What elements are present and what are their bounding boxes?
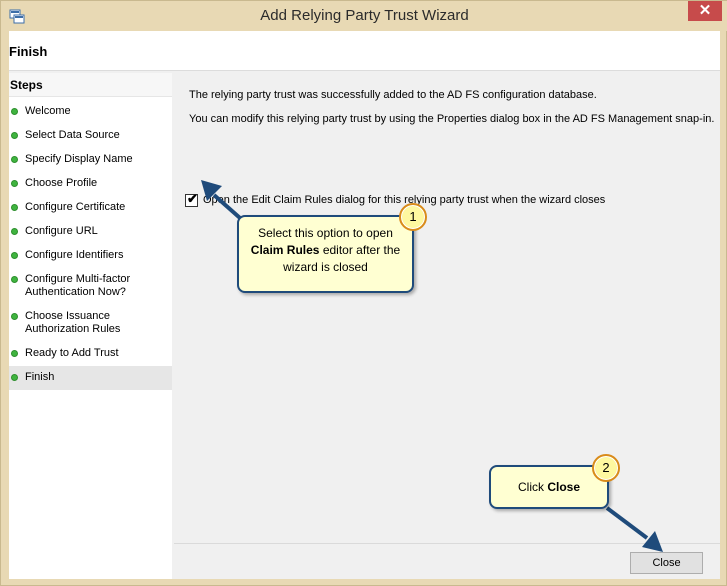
step-label: Configure Certificate: [25, 201, 126, 213]
callout-click-close-tip: Click Close: [489, 465, 609, 509]
steps-sidebar: Steps Welcome Select Data Source Specify…: [9, 73, 172, 579]
steps-heading: Steps: [9, 73, 172, 97]
step-label: Specify Display Name: [25, 153, 133, 165]
step-configure-identifiers[interactable]: Configure Identifiers: [9, 244, 172, 268]
page-header: Finish: [9, 31, 720, 71]
step-finish[interactable]: Finish: [9, 366, 172, 390]
step-label: Configure Identifiers: [25, 249, 124, 261]
step-complete-icon: [11, 374, 18, 381]
callout-1-line-2: Claim Rules editor after the wizard is c…: [239, 242, 412, 276]
step-label: Choose Issuance Authorization Rules: [25, 310, 121, 335]
callout-1-after: editor after the wizard is closed: [283, 243, 401, 274]
step-complete-icon: [11, 132, 18, 139]
page-title: Finish: [9, 44, 48, 59]
step-welcome[interactable]: Welcome: [9, 100, 172, 124]
step-choose-profile[interactable]: Choose Profile: [9, 172, 172, 196]
wizard-footer: Close: [174, 543, 720, 579]
callout-1-bold: Claim Rules: [250, 243, 320, 257]
step-complete-icon: [11, 350, 18, 357]
step-select-data-source[interactable]: Select Data Source: [9, 124, 172, 148]
step-configure-multi-factor[interactable]: Configure Multi-factor Authentication No…: [9, 268, 172, 305]
callout-2-before: Click: [517, 480, 544, 494]
step-complete-icon: [11, 180, 18, 187]
step-complete-icon: [11, 228, 18, 235]
edit-claim-rules-checkbox[interactable]: ✔: [185, 191, 198, 207]
callout-2-bold: Close: [547, 480, 581, 494]
step-label: Welcome: [25, 105, 71, 117]
step-complete-icon: [11, 156, 18, 163]
window-title: Add Relying Party Trust Wizard: [260, 7, 469, 24]
edit-claim-rules-label[interactable]: Open the Edit Claim Rules dialog for thi…: [203, 194, 606, 206]
callout-claim-rules-tip: Select this option to open Claim Rules e…: [237, 215, 414, 293]
callout-1-line-1: Select this option to open: [258, 226, 393, 240]
step-complete-icon: [11, 276, 18, 283]
step-list: Welcome Select Data Source Specify Displ…: [9, 97, 172, 390]
step-complete-icon: [11, 252, 18, 259]
title-bar: Add Relying Party Trust Wizard ✕: [1, 1, 727, 31]
main-panel: The relying party trust was successfully…: [174, 73, 720, 543]
step-configure-url[interactable]: Configure URL: [9, 220, 172, 244]
step-specify-display-name[interactable]: Specify Display Name: [9, 148, 172, 172]
callout-1-number-badge: 1: [399, 203, 427, 231]
step-configure-certificate[interactable]: Configure Certificate: [9, 196, 172, 220]
step-label: Choose Profile: [25, 177, 98, 189]
step-label: Select Data Source: [25, 129, 120, 141]
step-label: Configure Multi-factor Authentication No…: [25, 273, 131, 298]
close-button[interactable]: Close: [630, 552, 703, 574]
step-label: Finish: [25, 371, 55, 383]
info-message: You can modify this relying party trust …: [189, 113, 715, 125]
step-complete-icon: [11, 108, 18, 115]
step-complete-icon: [11, 313, 18, 320]
window-close-button[interactable]: ✕: [688, 1, 722, 21]
step-ready-to-add-trust[interactable]: Ready to Add Trust: [9, 342, 172, 366]
step-complete-icon: [11, 204, 18, 211]
step-label: Configure URL: [25, 225, 98, 237]
step-label: Ready to Add Trust: [25, 347, 119, 359]
checkmark-icon: ✔: [187, 191, 198, 206]
wizard-client-area: Finish Steps Welcome Select Data Source …: [9, 31, 720, 579]
app-icon: [9, 9, 25, 24]
success-message: The relying party trust was successfully…: [189, 89, 597, 101]
step-choose-issuance-rules[interactable]: Choose Issuance Authorization Rules: [9, 305, 172, 342]
callout-2-number-badge: 2: [592, 454, 620, 482]
